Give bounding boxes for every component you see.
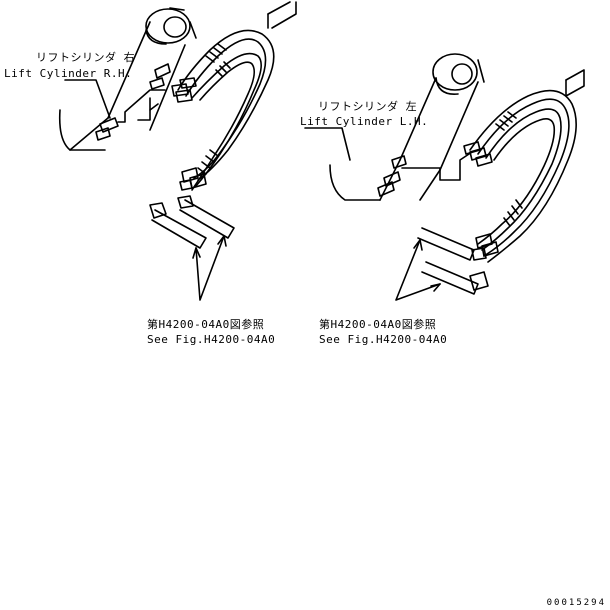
lh-cylinder-label-en: Lift Cylinder L.H. [300,115,429,128]
rh-cylinder-leader [64,79,111,119]
rh-frame-member [267,1,297,29]
lh-reference-label-jp: 第H4200-04A0図参照 [319,318,437,331]
lh-cylinder-leader [304,127,351,161]
rh-cylinder-label-en: Lift Cylinder R.H. [4,67,133,80]
lh-reference-label-en: See Fig.H4200-04A0 [319,333,448,346]
rh-lift-cylinder [58,7,197,151]
lh-frame-member [565,69,585,97]
drawing-part-number: 00015294 [546,598,606,608]
rh-cylinder-label-jp: リフトシリンダ 右 [36,51,136,64]
lh-cylinder-label-jp: リフトシリンダ 左 [318,100,418,113]
rh-hoses [171,29,275,191]
rh-tubes [149,195,235,301]
lh-lift-cylinder [329,53,485,201]
rh-reference-label-jp: 第H4200-04A0図参照 [147,318,265,331]
lh-tubes [395,227,489,301]
lh-hoses [463,89,577,263]
rh-reference-label-en: See Fig.H4200-04A0 [147,333,276,346]
